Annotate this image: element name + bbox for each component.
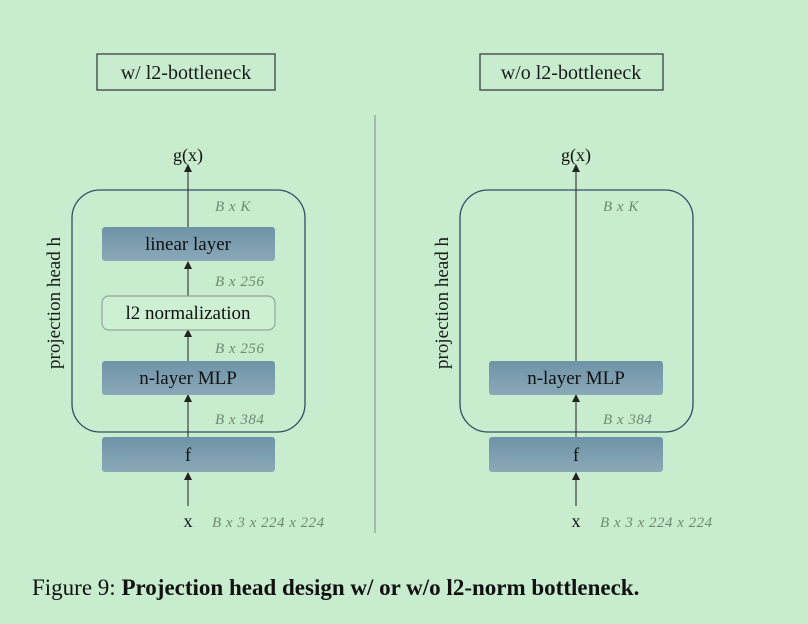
left-l2-normalization-box bbox=[101, 295, 276, 331]
right-dim-out: B x K bbox=[603, 199, 639, 215]
right-mlp-box bbox=[489, 361, 663, 395]
left-linear-layer-label: linear layer bbox=[145, 234, 232, 255]
left-mlp-box bbox=[102, 361, 275, 395]
right-dim-input: B x 3 x 224 x 224 bbox=[600, 515, 713, 531]
left-backbone-box bbox=[102, 437, 275, 472]
left-input-label: x bbox=[184, 511, 193, 531]
figure-caption: Figure 9: Projection head design w/ or w… bbox=[32, 575, 639, 601]
left-mlp-label: n-layer MLP bbox=[139, 368, 237, 389]
right-title-box bbox=[479, 53, 664, 91]
left-backbone-label: f bbox=[185, 445, 192, 466]
right-backbone-label: f bbox=[573, 445, 580, 466]
caption-bold: Projection head design w/ or w/o l2-norm… bbox=[121, 575, 640, 600]
left-title-box bbox=[96, 53, 276, 91]
left-dim-input: B x 3 x 224 x 224 bbox=[212, 515, 325, 531]
left-title: w/ l2-bottleneck bbox=[121, 62, 252, 84]
right-title: w/o l2-bottleneck bbox=[501, 62, 642, 84]
right-dim-after-f: B x 384 bbox=[603, 412, 652, 428]
left-output-label: g(x) bbox=[173, 145, 203, 166]
left-linear-layer-box bbox=[102, 227, 275, 261]
left-dim-after-f: B x 384 bbox=[215, 412, 264, 428]
left-panel: w/ l2-bottleneck g(x) projection head h … bbox=[44, 53, 325, 531]
left-side-label: projection head h bbox=[44, 237, 65, 369]
right-panel: w/o l2-bottleneck g(x) projection head h… bbox=[432, 53, 713, 531]
right-mlp-label: n-layer MLP bbox=[527, 368, 625, 389]
left-dim-after-mlp: B x 256 bbox=[215, 341, 264, 357]
left-dim-after-norm: B x 256 bbox=[215, 274, 264, 290]
left-l2-normalization-label: l2 normalization bbox=[125, 303, 251, 324]
left-dim-out: B x K bbox=[215, 199, 251, 215]
right-backbone-box bbox=[489, 437, 663, 472]
caption-prefix: Figure 9: bbox=[32, 575, 116, 600]
right-side-label: projection head h bbox=[432, 237, 453, 369]
right-input-label: x bbox=[572, 511, 581, 531]
right-output-label: g(x) bbox=[561, 145, 591, 166]
